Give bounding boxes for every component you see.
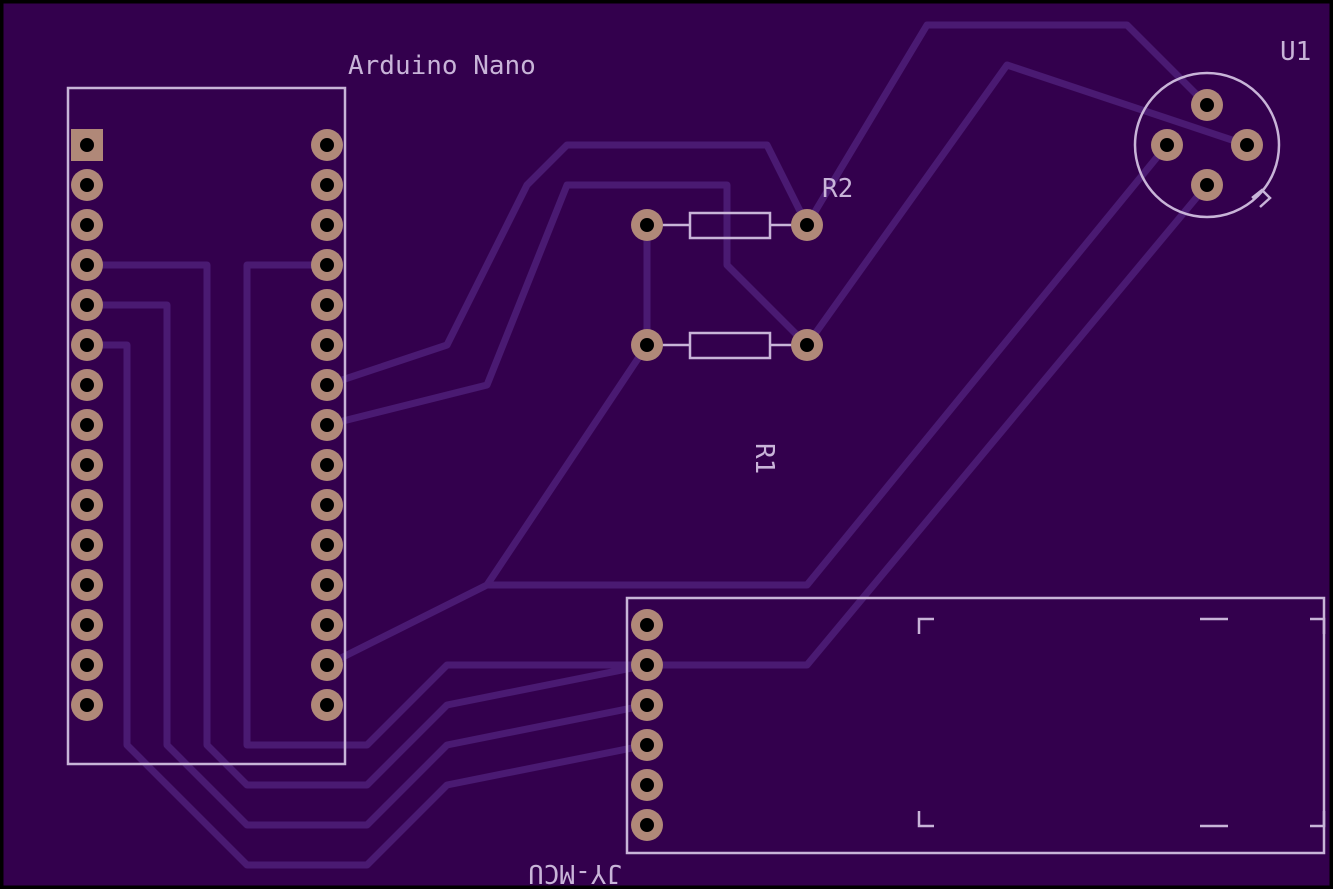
traces [83,21,1251,869]
r1-label: R1 [749,443,779,474]
jymcu-silkscreen [625,596,1326,855]
trace [323,21,1211,389]
drill-hole [320,378,334,392]
trace [83,301,651,829]
u1-silkscreen [1133,71,1281,219]
drill-hole [320,138,334,152]
jymcu-corner-mark [917,617,934,634]
trace [243,181,1211,749]
jymcu-corner-mark [1310,811,1326,828]
drill-hole [80,458,94,472]
drill-hole [1200,98,1214,112]
trace [83,261,651,789]
drill-hole [320,618,334,632]
u1-outline [1133,71,1281,219]
drill-hole [640,338,654,352]
drill-hole [320,578,334,592]
r2-silkscreen [662,211,792,240]
drill-hole [80,658,94,672]
drill-hole [1240,138,1254,152]
pads [71,89,1263,841]
drill-hole [640,618,654,632]
r2-label: R2 [822,174,853,204]
drill-hole [1200,178,1214,192]
drill-hole [80,338,94,352]
drill-hole [320,698,334,712]
drill-hole [320,338,334,352]
drill-hole [320,218,334,232]
drill-hole [80,178,94,192]
drill-hole [800,338,814,352]
drill-hole [800,218,814,232]
drill-hole [640,778,654,792]
drill-hole [80,498,94,512]
drill-hole [320,258,334,272]
drill-hole [320,658,334,672]
drill-hole [80,138,94,152]
drill-hole [1160,138,1174,152]
drill-hole [320,418,334,432]
drill-hole [640,698,654,712]
u1-label: U1 [1280,37,1311,67]
jymcu-outline [625,596,1326,855]
jymcu-label: JY-MCU [528,858,622,888]
drill-hole [80,418,94,432]
drill-hole [80,298,94,312]
u1-key-tab [1251,188,1272,208]
drill-hole [80,218,94,232]
jymcu-corner-mark [1310,617,1326,634]
r1-silkscreen [662,331,792,360]
jymcu-corner-mark [917,811,934,828]
drill-hole [320,458,334,472]
drill-hole [640,218,654,232]
arduino-label: Arduino Nano [348,51,536,81]
drill-hole [640,818,654,832]
drill-hole [80,378,94,392]
trace [323,61,1251,429]
drill-hole [320,298,334,312]
drill-hole [80,538,94,552]
drill-hole [80,618,94,632]
drill-hole [80,698,94,712]
drill-hole [80,578,94,592]
trace [483,341,651,589]
trace [83,341,651,869]
drill-hole [320,178,334,192]
drill-hole [640,658,654,672]
trace [323,141,1171,669]
drill-hole [320,538,334,552]
arduino-outline [66,86,347,766]
drill-hole [640,738,654,752]
drill-hole [320,498,334,512]
drill-hole [80,258,94,272]
